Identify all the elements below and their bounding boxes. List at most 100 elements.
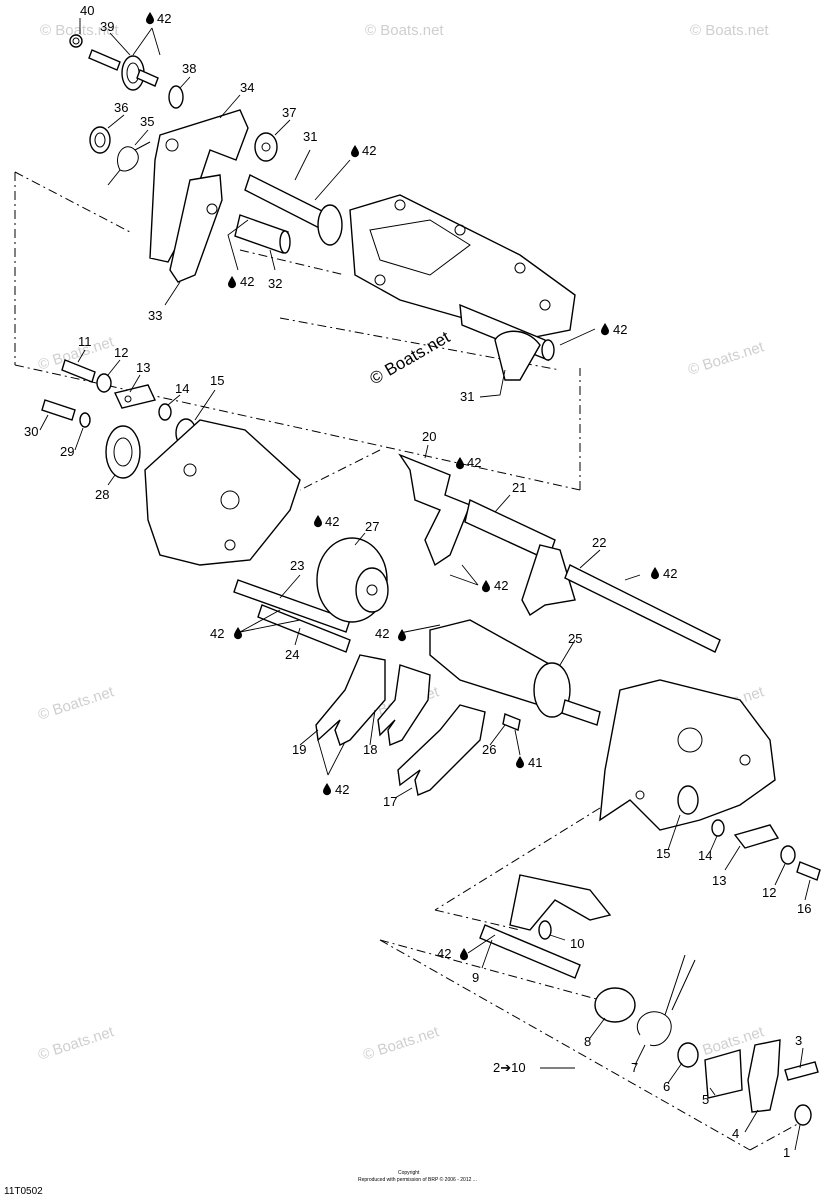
oil-drop-icon	[482, 580, 490, 593]
part-13-plate-lower	[733, 824, 780, 849]
callout-15: 15	[656, 846, 670, 861]
oil-drop-icon	[651, 567, 659, 580]
part-6-washer	[677, 1042, 699, 1068]
oil-drop-icon	[228, 276, 236, 289]
oil-drop-icon	[234, 627, 242, 640]
callout-4: 4	[732, 1126, 739, 1141]
cover-housing	[349, 194, 576, 341]
assembly-guide-lines	[14, 171, 806, 1151]
copyright-line: Reproduced with permission of BRP © 2006…	[358, 1177, 477, 1183]
callout-41: 41	[528, 755, 542, 770]
oil-drop-icon	[456, 457, 464, 470]
part-31-sector-gear	[494, 330, 541, 381]
oil-drop-icon	[460, 948, 468, 961]
part-33-lever	[169, 174, 223, 283]
part-35-spring	[107, 141, 151, 186]
callout-14: 14	[175, 381, 189, 396]
callout-2-to-10: 2➔10	[493, 1060, 526, 1075]
watermark-text: © Boats.net	[361, 1023, 442, 1064]
callout-12: 12	[114, 345, 128, 360]
callout-39: 39	[100, 19, 114, 34]
watermark-text: © Boats.net	[36, 1023, 117, 1064]
callout-35: 35	[140, 114, 154, 129]
callout-28: 28	[95, 487, 109, 502]
part-4-lever	[747, 1039, 781, 1113]
callout-13: 13	[136, 360, 150, 375]
part-21-fork	[521, 544, 576, 617]
callout-21: 21	[512, 480, 526, 495]
part-16-bolt	[796, 861, 821, 881]
callout-42: 42	[210, 626, 224, 641]
callout-30: 30	[24, 424, 38, 439]
part-24-rod	[257, 604, 351, 653]
shift-forks	[315, 654, 521, 796]
part-17-fork	[397, 704, 486, 796]
callout-24: 24	[285, 647, 299, 662]
watermark-text: © Boats.net	[690, 22, 769, 39]
part-22-rod	[564, 564, 721, 653]
lower-right-assembly	[479, 679, 821, 1126]
callout-34: 34	[240, 80, 254, 95]
part-38-spring	[168, 85, 184, 109]
leader-lines	[39, 18, 811, 1151]
callout-37: 37	[282, 105, 296, 120]
callout-17: 17	[383, 794, 397, 809]
callout-27: 27	[365, 519, 379, 534]
callout-18: 18	[363, 742, 377, 757]
part-10-spring	[538, 920, 552, 940]
part-14-washer-lower	[711, 819, 725, 837]
oil-drop-icon	[351, 145, 359, 158]
gearbox-cover	[599, 679, 776, 831]
callout-6: 6	[663, 1079, 670, 1094]
oil-drop-icon	[146, 12, 154, 25]
callout-42: 42	[437, 946, 451, 961]
part-15-spring-lower	[677, 785, 699, 815]
part-26-bolt	[502, 713, 521, 731]
callout-1: 1	[783, 1145, 790, 1160]
part-8-bushing	[594, 987, 636, 1023]
part-18-fork	[377, 664, 431, 746]
part-13-plate	[114, 384, 156, 409]
watermark-group: © Boats.net © Boats.net © Boats.net © Bo…	[36, 22, 769, 1064]
part-9-shift-lever	[509, 874, 612, 931]
part-14-washer	[158, 403, 172, 421]
callout-labels: 40 39 42 38 34 36 35 37 31 42 42 32 33 4…	[24, 3, 811, 1160]
part-20-fork	[398, 453, 471, 567]
reference-code: 11T0502	[4, 1186, 43, 1197]
callout-40: 40	[80, 3, 94, 18]
callout-11: 11	[78, 334, 92, 349]
callout-32: 32	[268, 276, 282, 291]
callout-42: 42	[240, 274, 254, 289]
callout-42: 42	[362, 143, 376, 158]
callout-9: 9	[472, 970, 479, 985]
callout-29: 29	[60, 444, 74, 459]
callout-38: 38	[182, 61, 196, 76]
oil-drop-icon	[601, 323, 609, 336]
callout-16: 16	[797, 901, 811, 916]
oil-drop-icon	[323, 783, 331, 796]
watermark-text: © Boats.net	[365, 22, 444, 39]
part-5-bushing	[704, 1049, 743, 1099]
callout-31: 31	[303, 129, 317, 144]
part-11-bolt	[61, 359, 96, 383]
callout-42: 42	[494, 578, 508, 593]
part-30-screw	[41, 399, 76, 421]
middle-assembly	[41, 359, 721, 726]
part-1-washer	[794, 1104, 812, 1126]
copyright-label: Copyright	[398, 1170, 420, 1176]
oil-drop-icon	[314, 515, 322, 528]
callout-5: 5	[702, 1092, 709, 1107]
part-37-washer	[254, 132, 278, 162]
part-3-bolt	[784, 1061, 819, 1081]
watermark-text: © Boats.net	[686, 338, 767, 379]
callout-42: 42	[613, 322, 627, 337]
part-12-washer	[96, 373, 112, 393]
callout-13: 13	[712, 873, 726, 888]
callout-10: 10	[570, 936, 584, 951]
part-19-fork	[315, 654, 386, 746]
oil-drop-icon	[398, 629, 406, 642]
callout-36: 36	[114, 100, 128, 115]
part-12-washer-lower	[780, 845, 796, 865]
callout-3: 3	[795, 1033, 802, 1048]
